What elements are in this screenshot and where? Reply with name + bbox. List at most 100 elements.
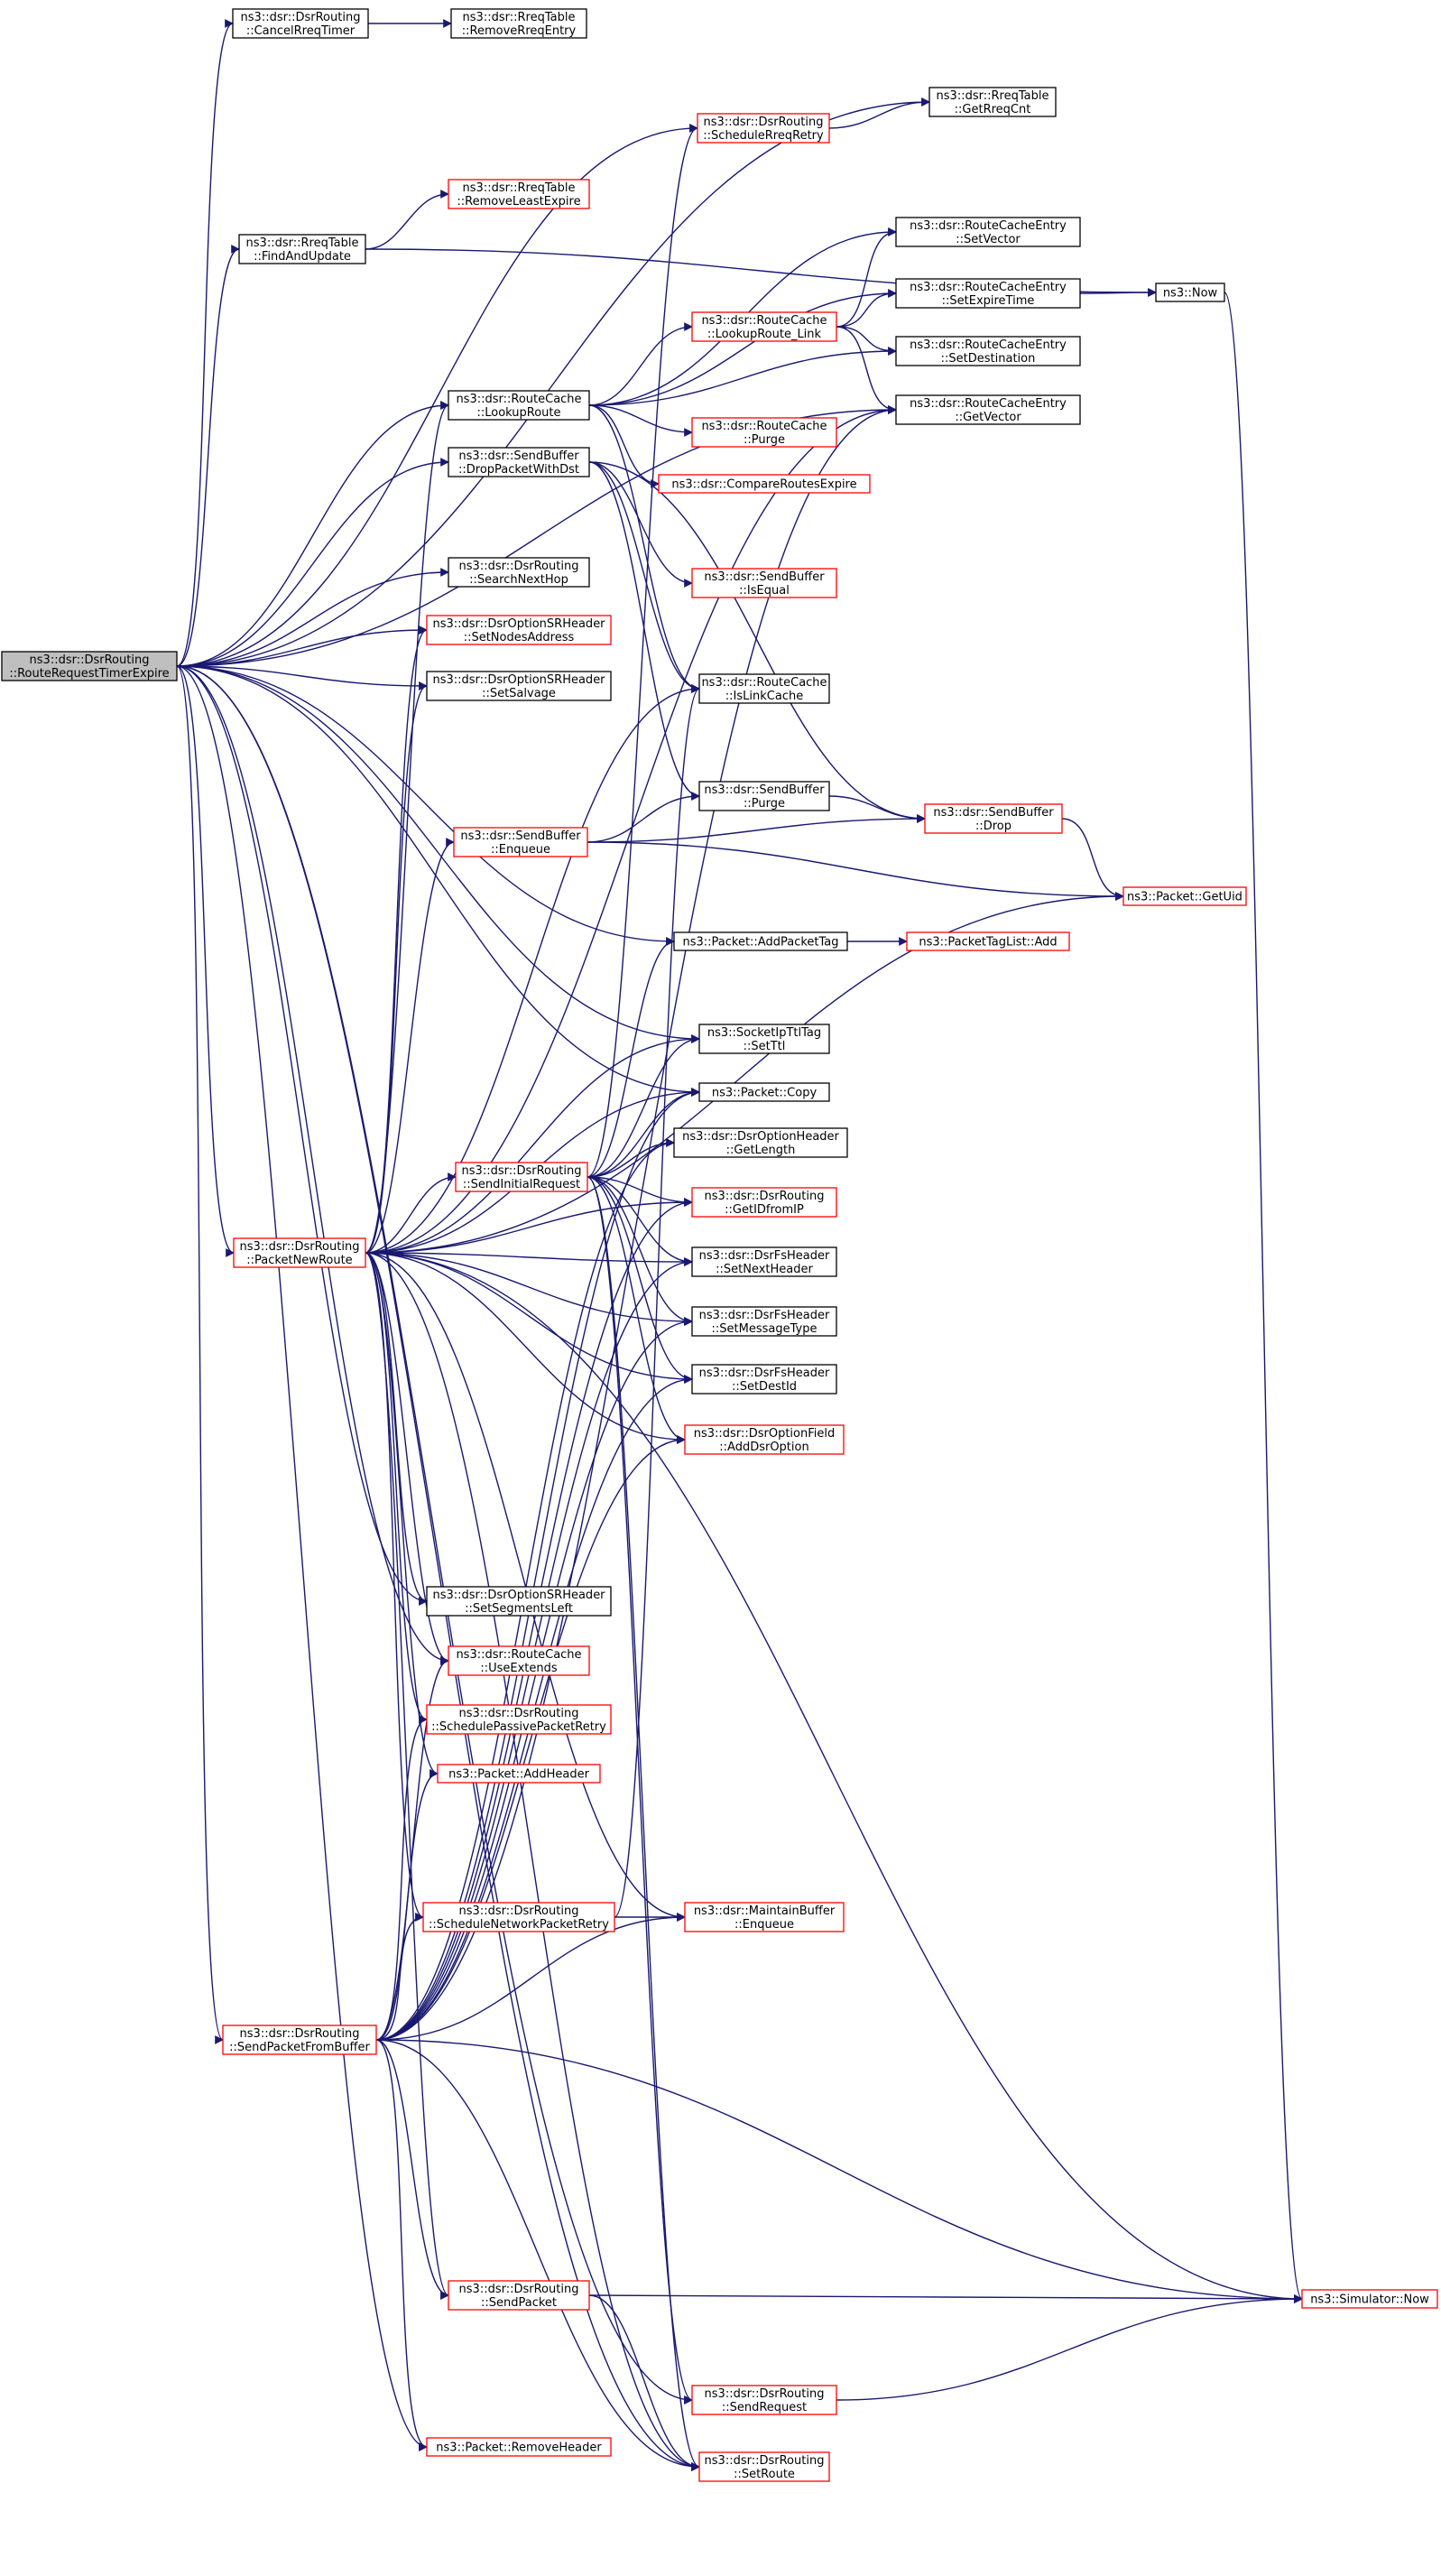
node-box[interactable]	[895, 394, 1081, 425]
node-box[interactable]	[1155, 283, 1225, 302]
node-box[interactable]	[222, 2025, 377, 2055]
node-use-extends[interactable]: ns3::dsr::RouteCache::UseExtends	[448, 1645, 590, 1676]
node-box[interactable]	[691, 1187, 837, 1218]
node-send-initial-request[interactable]: ns3::dsr::DsrRouting::SendInitialRequest	[455, 1162, 588, 1192]
node-send-packet[interactable]: ns3::dsr::DsrRouting::SendPacket	[448, 2280, 590, 2311]
node-enqueue-buffer[interactable]: ns3::dsr::SendBuffer::Enqueue	[453, 827, 588, 857]
node-set-message-type[interactable]: ns3::dsr::DsrFsHeader::SetMessageType	[691, 1306, 837, 1337]
node-set-route[interactable]: ns3::dsr::DsrRouting::SetRoute	[698, 2451, 830, 2482]
node-box[interactable]	[698, 673, 830, 704]
node-box[interactable]	[691, 1364, 837, 1395]
node-remove-header[interactable]: ns3::Packet::RemoveHeader	[426, 2437, 612, 2457]
node-remove-rreq-entry[interactable]: ns3::dsr::RreqTable::RemoveRreqEntry	[450, 8, 587, 39]
node-set-dest-id[interactable]: ns3::dsr::DsrFsHeader::SetDestId	[691, 1364, 837, 1395]
node-box[interactable]	[691, 2385, 837, 2415]
node-is-link-cache[interactable]: ns3::dsr::RouteCache::IsLinkCache	[698, 673, 830, 704]
node-simulator-now[interactable]: ns3::Simulator::Now	[1301, 2289, 1438, 2309]
node-box[interactable]	[895, 278, 1081, 309]
node-box[interactable]	[1122, 886, 1247, 906]
node-set-destination[interactable]: ns3::dsr::RouteCacheEntry::SetDestinatio…	[895, 336, 1081, 366]
node-box[interactable]	[673, 931, 848, 951]
node-box[interactable]	[924, 803, 1063, 834]
node-box[interactable]	[895, 217, 1081, 247]
node-box[interactable]	[928, 87, 1057, 117]
node-box[interactable]	[673, 1127, 848, 1158]
node-box[interactable]	[426, 671, 612, 701]
node-get-uid[interactable]: ns3::Packet::GetUid	[1122, 886, 1247, 906]
node-packet-new-route[interactable]: ns3::dsr::DsrRouting::PacketNewRoute	[233, 1237, 366, 1268]
node-box[interactable]	[697, 113, 830, 144]
node-box[interactable]	[426, 615, 612, 645]
node-box[interactable]	[698, 1082, 830, 1102]
node-box[interactable]	[691, 1246, 837, 1277]
node-schedule-passive[interactable]: ns3::dsr::DsrRouting::SchedulePassivePac…	[426, 1704, 612, 1735]
node-box[interactable]	[422, 1902, 615, 1932]
node-schedule-network[interactable]: ns3::dsr::DsrRouting::ScheduleNetworkPac…	[422, 1902, 615, 1932]
node-is-equal[interactable]: ns3::dsr::SendBuffer::IsEqual	[691, 568, 837, 598]
node-box[interactable]	[906, 931, 1070, 951]
node-root[interactable]: ns3::dsr::DsrRouting::RouteRequestTimerE…	[1, 651, 178, 681]
node-box[interactable]	[684, 1424, 845, 1455]
node-box[interactable]	[233, 1237, 366, 1268]
node-set-ttl[interactable]: ns3::SocketIpTtlTag::SetTtl	[698, 1024, 830, 1054]
node-box[interactable]	[232, 8, 369, 39]
node-now[interactable]: ns3::Now	[1155, 283, 1225, 302]
node-box[interactable]	[437, 1764, 601, 1784]
node-lookup-route-link[interactable]: ns3::dsr::RouteCache::LookupRoute_Link	[691, 311, 837, 342]
node-drop[interactable]: ns3::dsr::SendBuffer::Drop	[924, 803, 1063, 834]
node-box[interactable]	[448, 447, 590, 477]
node-box[interactable]	[691, 417, 837, 448]
node-set-expire-time[interactable]: ns3::dsr::RouteCacheEntry::SetExpireTime	[895, 278, 1081, 309]
node-set-nodes-address[interactable]: ns3::dsr::DsrOptionSRHeader::SetNodesAdd…	[426, 615, 612, 645]
node-drop-packet-with-dst[interactable]: ns3::dsr::SendBuffer::DropPacketWithDst	[448, 447, 590, 477]
node-add-packet-tag[interactable]: ns3::Packet::AddPacketTag	[673, 931, 848, 951]
node-box[interactable]	[448, 1645, 590, 1676]
node-box[interactable]	[691, 1306, 837, 1337]
node-compare-routes-expire[interactable]: ns3::dsr::CompareRoutesExpire	[658, 474, 871, 494]
node-box[interactable]	[426, 2437, 612, 2457]
node-box[interactable]	[698, 1024, 830, 1054]
node-box[interactable]	[448, 390, 590, 421]
node-purge-cache[interactable]: ns3::dsr::RouteCache::Purge	[691, 417, 837, 448]
node-cancel-req-timer[interactable]: ns3::dsr::DsrRouting::CancelRreqTimer	[232, 8, 369, 39]
node-lookup-route[interactable]: ns3::dsr::RouteCache::LookupRoute	[448, 390, 590, 421]
node-box[interactable]	[426, 1704, 612, 1735]
node-schedule-rreq-retry[interactable]: ns3::dsr::DsrRouting::ScheduleRreqRetry	[697, 113, 830, 144]
node-get-length[interactable]: ns3::dsr::DsrOptionHeader::GetLength	[673, 1127, 848, 1158]
node-box[interactable]	[684, 1902, 845, 1932]
node-box[interactable]	[895, 336, 1081, 366]
node-send-packet-from-buffer[interactable]: ns3::dsr::DsrRouting::SendPacketFromBuff…	[222, 2025, 377, 2055]
node-box[interactable]	[453, 827, 588, 857]
node-box[interactable]	[1, 651, 178, 681]
node-box[interactable]	[691, 311, 837, 342]
node-search-next-hop[interactable]: ns3::dsr::DsrRouting::SearchNextHop	[448, 557, 590, 588]
node-copy[interactable]: ns3::Packet::Copy	[698, 1082, 830, 1102]
node-box[interactable]	[698, 781, 830, 811]
node-set-vector[interactable]: ns3::dsr::RouteCacheEntry::SetVector	[895, 217, 1081, 247]
node-add-dsr-option[interactable]: ns3::dsr::DsrOptionField::AddDsrOption	[684, 1424, 845, 1455]
node-box[interactable]	[238, 234, 366, 264]
node-get-rreq-cnt[interactable]: ns3::dsr::RreqTable::GetRreqCnt	[928, 87, 1057, 117]
node-box[interactable]	[691, 568, 837, 598]
node-box[interactable]	[450, 8, 587, 39]
node-box[interactable]	[455, 1162, 588, 1192]
node-maintain-enqueue[interactable]: ns3::dsr::MaintainBuffer::Enqueue	[684, 1902, 845, 1932]
node-tag-list-add[interactable]: ns3::PacketTagList::Add	[906, 931, 1070, 951]
node-add-header[interactable]: ns3::Packet::AddHeader	[437, 1764, 601, 1784]
node-remove-least-expire[interactable]: ns3::dsr::RreqTable::RemoveLeastExpire	[448, 179, 590, 209]
node-box[interactable]	[1301, 2289, 1438, 2309]
node-set-salvage[interactable]: ns3::dsr::DsrOptionSRHeader::SetSalvage	[426, 671, 612, 701]
node-purge-buffer[interactable]: ns3::dsr::SendBuffer::Purge	[698, 781, 830, 811]
node-send-request[interactable]: ns3::dsr::DsrRouting::SendRequest	[691, 2385, 837, 2415]
node-box[interactable]	[448, 2280, 590, 2311]
node-set-next-header[interactable]: ns3::dsr::DsrFsHeader::SetNextHeader	[691, 1246, 837, 1277]
node-find-and-update[interactable]: ns3::dsr::RreqTable::FindAndUpdate	[238, 234, 366, 264]
node-get-idfrom-ip[interactable]: ns3::dsr::DsrRouting::GetIDfromIP	[691, 1187, 837, 1218]
node-box[interactable]	[698, 2451, 830, 2482]
node-box[interactable]	[658, 474, 871, 494]
node-box[interactable]	[426, 1586, 612, 1617]
node-set-segments-left[interactable]: ns3::dsr::DsrOptionSRHeader::SetSegments…	[426, 1586, 612, 1617]
node-get-vector[interactable]: ns3::dsr::RouteCacheEntry::GetVector	[895, 394, 1081, 425]
node-box[interactable]	[448, 557, 590, 588]
node-box[interactable]	[448, 179, 590, 209]
